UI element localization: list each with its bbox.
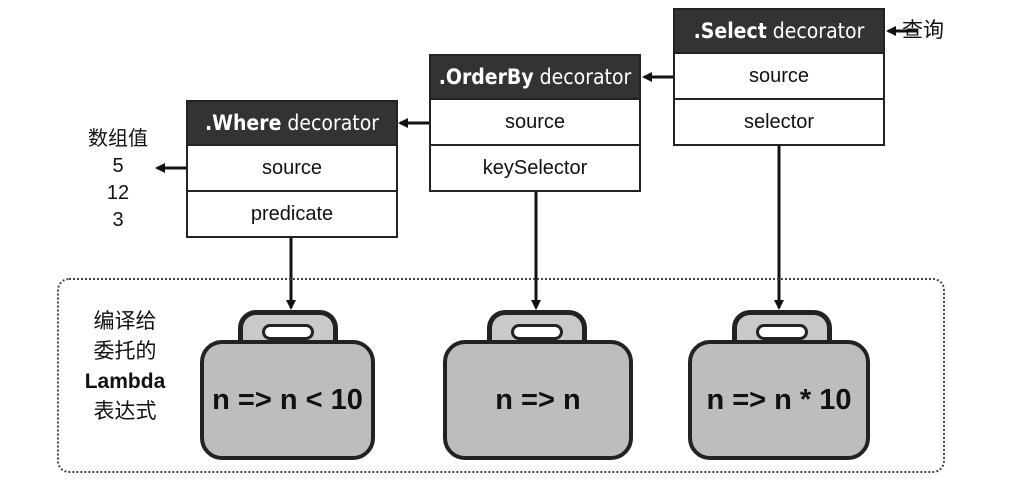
lambda-note-line: 表达式 xyxy=(93,400,157,423)
where-source-field: source xyxy=(188,144,396,190)
lambda-region xyxy=(57,278,945,473)
orderby-keyselector-field: keySelector xyxy=(431,144,639,190)
array-value: 3 xyxy=(112,209,124,231)
lambda-bag-keyselector: n => n xyxy=(443,310,633,460)
lambda-expression: n => n * 10 xyxy=(688,340,870,460)
lambda-bag-predicate: n => n < 10 xyxy=(200,310,375,460)
select-source-field: source xyxy=(675,52,883,98)
lambda-expression: n => n < 10 xyxy=(200,340,375,460)
lambda-note: 编译给 委托的 Lambda 表达式 xyxy=(75,307,175,427)
query-label: 查询 xyxy=(902,19,944,42)
select-decorator-box: .Select decorator source selector xyxy=(673,8,885,146)
array-value: 5 xyxy=(112,155,124,177)
array-values: 数组值 5 12 3 xyxy=(74,126,162,234)
orderby-decorator-header: .OrderBy decorator xyxy=(431,56,639,98)
lambda-note-line: Lambda xyxy=(84,370,166,393)
orderby-source-field: source xyxy=(431,98,639,144)
where-decorator-header: .Where decorator xyxy=(188,102,396,144)
array-title: 数组值 xyxy=(88,128,148,150)
orderby-decorator-box: .OrderBy decorator source keySelector xyxy=(429,54,641,192)
lambda-expression: n => n xyxy=(443,340,633,460)
lambda-note-line: 编译给 xyxy=(93,310,157,333)
lambda-note-line: 委托的 xyxy=(93,340,157,363)
lambda-bag-selector: n => n * 10 xyxy=(688,310,870,460)
where-predicate-field: predicate xyxy=(188,190,396,236)
select-selector-field: selector xyxy=(675,98,883,144)
select-decorator-header: .Select decorator xyxy=(675,10,883,52)
array-value: 12 xyxy=(106,182,130,204)
where-decorator-box: .Where decorator source predicate xyxy=(186,100,398,238)
